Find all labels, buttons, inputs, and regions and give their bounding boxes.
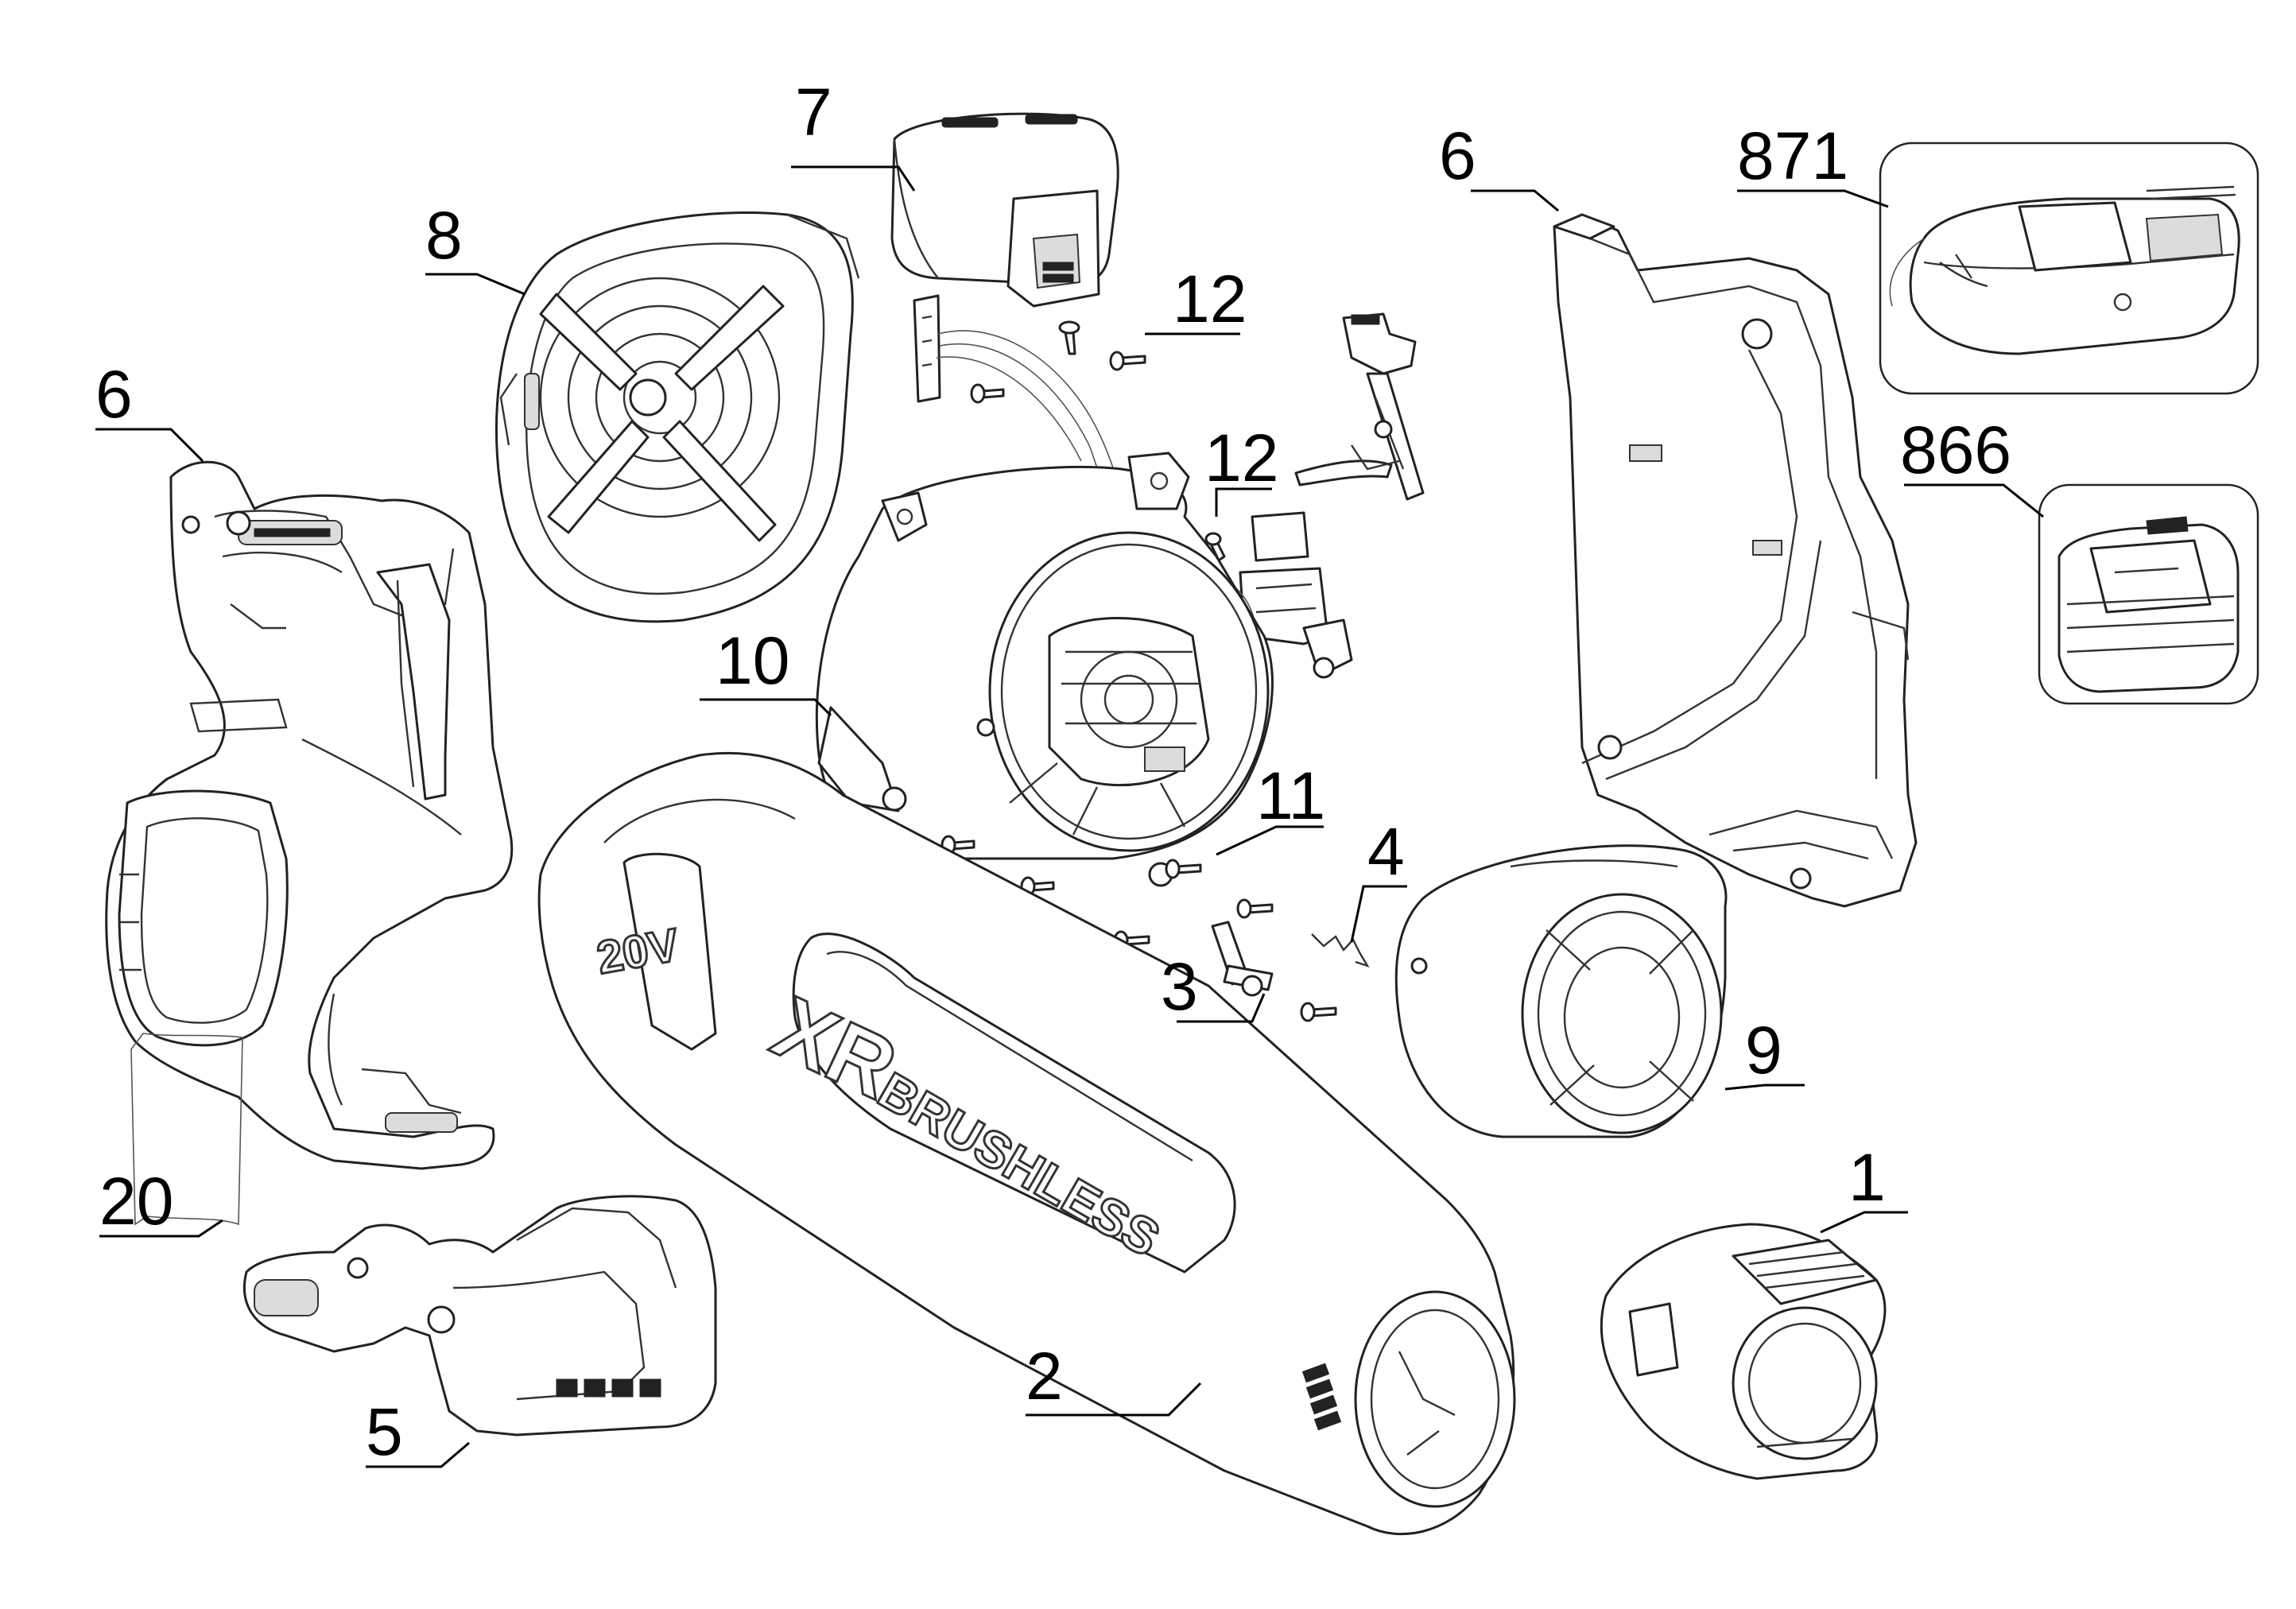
leader-5 — [366, 1441, 470, 1468]
leader-871 — [1737, 189, 1889, 208]
leader-6-right — [1471, 189, 1559, 212]
leader-4 — [1350, 885, 1407, 943]
part-1-nozzle — [1600, 1223, 1887, 1480]
callout-4: 4 — [1367, 814, 1405, 889]
callout-labels: 7 8 6 12 12 10 11 4 3 9 6 871 866 1 2 5 … — [95, 75, 2011, 1469]
part-12-screws — [970, 320, 1226, 562]
part-10-motor-housing — [815, 452, 1274, 887]
leader-8 — [425, 273, 526, 296]
part-4-spring — [1311, 933, 1370, 968]
leader-6-left — [95, 428, 204, 463]
leader-20 — [99, 1219, 223, 1238]
leader-10 — [700, 698, 832, 717]
callout-9: 9 — [1745, 1013, 1782, 1088]
callout-11: 11 — [1256, 758, 1325, 833]
leader-866 — [1904, 483, 2044, 518]
callout-871: 871 — [1737, 118, 1848, 193]
part-7-rear-cover — [890, 112, 1119, 308]
callout-12-upper: 12 — [1173, 262, 1247, 336]
leader-7 — [791, 165, 916, 192]
leader-1 — [1820, 1211, 1908, 1234]
part-866-battery-box — [2038, 483, 2259, 705]
part-871-charger-box — [1879, 142, 2259, 395]
part-8-intake-grille — [494, 211, 860, 623]
part-6-right-housing — [1553, 213, 1918, 908]
callout-3: 3 — [1161, 949, 1198, 1024]
callout-10: 10 — [716, 623, 789, 698]
part-6-left-housing — [105, 460, 514, 1170]
leader-lines — [95, 165, 2044, 1468]
callout-8: 8 — [425, 198, 463, 273]
leader-11 — [1216, 825, 1324, 856]
part-20-label — [130, 1033, 243, 1226]
trigger-assembly — [1294, 312, 1425, 501]
callout-1: 1 — [1848, 1140, 1886, 1215]
part-2-blower-tube: XR BRUSHLESS 20V — [537, 752, 1516, 1536]
callout-6-right: 6 — [1439, 118, 1476, 193]
callout-20: 20 — [99, 1164, 173, 1239]
leader-9 — [1724, 1084, 1805, 1091]
callout-866: 866 — [1900, 413, 2011, 487]
leader-12-lower — [1215, 487, 1272, 517]
callout-12-lower: 12 — [1204, 421, 1278, 495]
callout-2: 2 — [1026, 1339, 1063, 1413]
callout-7: 7 — [795, 75, 832, 149]
part-3-lever — [1211, 921, 1274, 997]
part-5-aux-handle — [242, 1195, 717, 1436]
callout-6-left: 6 — [95, 357, 133, 432]
leader-3 — [1177, 993, 1266, 1023]
part-9-air-duct — [1394, 844, 1728, 1138]
leader-2 — [1026, 1382, 1202, 1417]
callout-5: 5 — [366, 1394, 403, 1469]
